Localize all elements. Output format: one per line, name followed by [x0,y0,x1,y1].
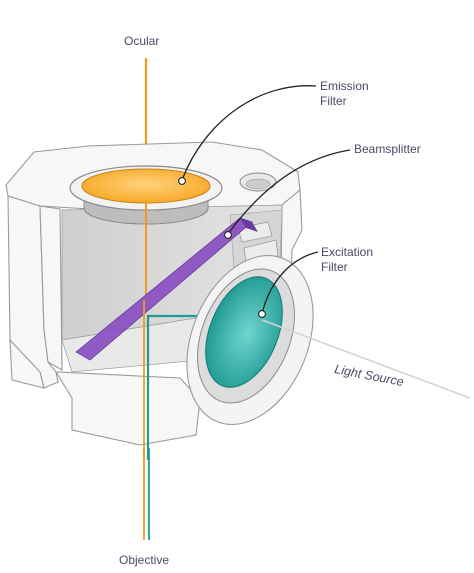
excitation-callout [261,251,319,315]
beamsplitter-edge [240,218,258,232]
excitation-filter-mount [186,255,314,425]
emission-filter-label: Emission Filter [320,79,369,108]
excitation-filter-label: Excitation Filter [321,245,374,274]
emission-callout [181,85,317,181]
objective-label: Objective [119,553,170,567]
top-right-hole-inner [245,178,271,190]
ocular-label: Ocular [124,34,160,48]
excitation-filter-icon [205,276,283,388]
beamsplitter-callout [227,149,351,235]
light-source-beam [261,319,471,399]
callout-dots [178,177,266,318]
beamsplitter-label: Beamsplitter [354,142,421,156]
emission-filter-icon [81,168,211,204]
callout-lines [181,85,351,315]
